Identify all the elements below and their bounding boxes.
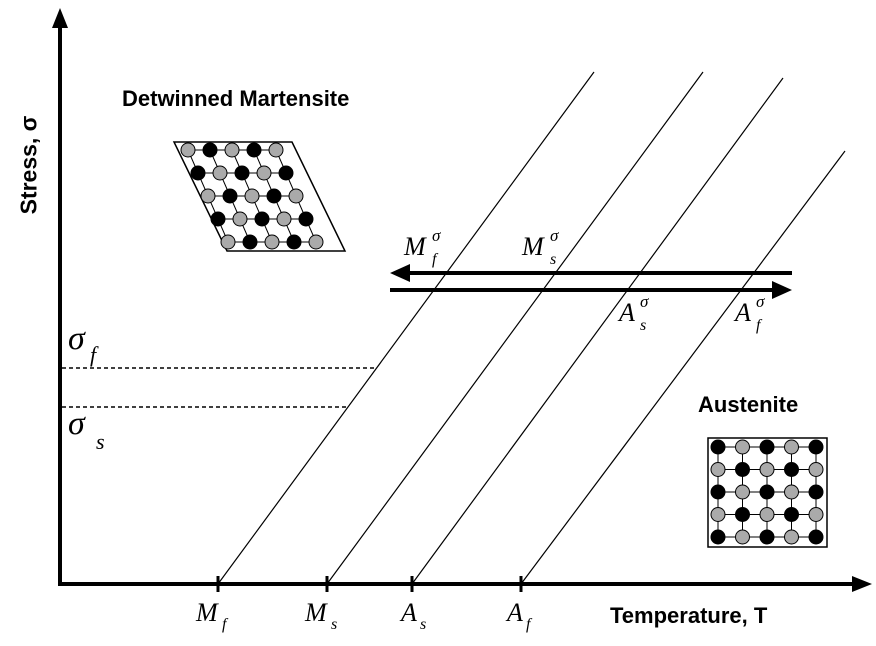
y-axis-label: Stress, σ (15, 115, 42, 215)
martensite-atom (180, 142, 196, 158)
martensite-atom (256, 165, 272, 181)
x-axis-arrow (852, 576, 872, 592)
region-label-martensite: Detwinned Martensite (122, 86, 350, 111)
martensite-atom (298, 211, 314, 227)
martensite-atom (222, 188, 238, 204)
martensite-atom (268, 142, 284, 158)
region-label-austenite: Austenite (698, 392, 799, 417)
boundary-line-ms (326, 71, 704, 585)
martensite-atom (232, 211, 248, 227)
austenite-atom (784, 439, 799, 455)
boundary-line-af (520, 150, 846, 585)
martensite-atom (246, 142, 262, 158)
austenite-atom (735, 529, 750, 545)
martensite-atom (266, 188, 282, 204)
martensite-atom (212, 165, 228, 181)
austenite-atom (808, 439, 824, 455)
x-axis-label: Temperature, T (610, 603, 768, 628)
boundary-line-as (411, 77, 784, 585)
austenite-atom (759, 507, 775, 522)
martensite-atom (202, 142, 218, 158)
austenite-atom (808, 507, 824, 522)
austenite-atom (710, 529, 726, 545)
austenite-atom (784, 529, 799, 545)
martensite-atom (234, 165, 250, 181)
austenite-atom (784, 484, 799, 500)
martensite-lattice (172, 141, 347, 252)
martensite-atom (190, 165, 206, 181)
martensite-atom (224, 142, 240, 158)
heating-arrow-head (772, 281, 792, 299)
austenite-atom (710, 484, 726, 500)
austenite-atom (710, 507, 726, 522)
austenite-atom (808, 462, 824, 477)
austenite-atom (710, 462, 726, 477)
martensite-atom (288, 188, 304, 204)
austenite-atom (735, 507, 750, 522)
martensite-atom (308, 234, 324, 250)
austenite-atom (808, 529, 824, 545)
austenite-atom (759, 484, 775, 500)
austenite-atom (759, 529, 775, 545)
austenite-lattice (707, 437, 828, 548)
cooling-arrow-head (390, 264, 410, 282)
martensite-atom (200, 188, 216, 204)
martensite-atom (210, 211, 226, 227)
austenite-atom (784, 462, 799, 477)
martensite-atom (220, 234, 236, 250)
martensite-atom (278, 165, 294, 181)
boundary-line-mf (217, 71, 595, 585)
austenite-atom (735, 484, 750, 500)
austenite-atom (784, 507, 799, 522)
y-axis-arrow (52, 8, 68, 28)
martensite-atom (242, 234, 258, 250)
austenite-atom (759, 462, 775, 477)
martensite-atom (264, 234, 280, 250)
austenite-atom (710, 439, 726, 455)
austenite-atom (735, 462, 750, 477)
austenite-atom (759, 439, 775, 455)
austenite-atom (735, 439, 750, 455)
martensite-atom (276, 211, 292, 227)
martensite-atom (286, 234, 302, 250)
martensite-atom (254, 211, 270, 227)
austenite-atom (808, 484, 824, 500)
martensite-atom (244, 188, 260, 204)
